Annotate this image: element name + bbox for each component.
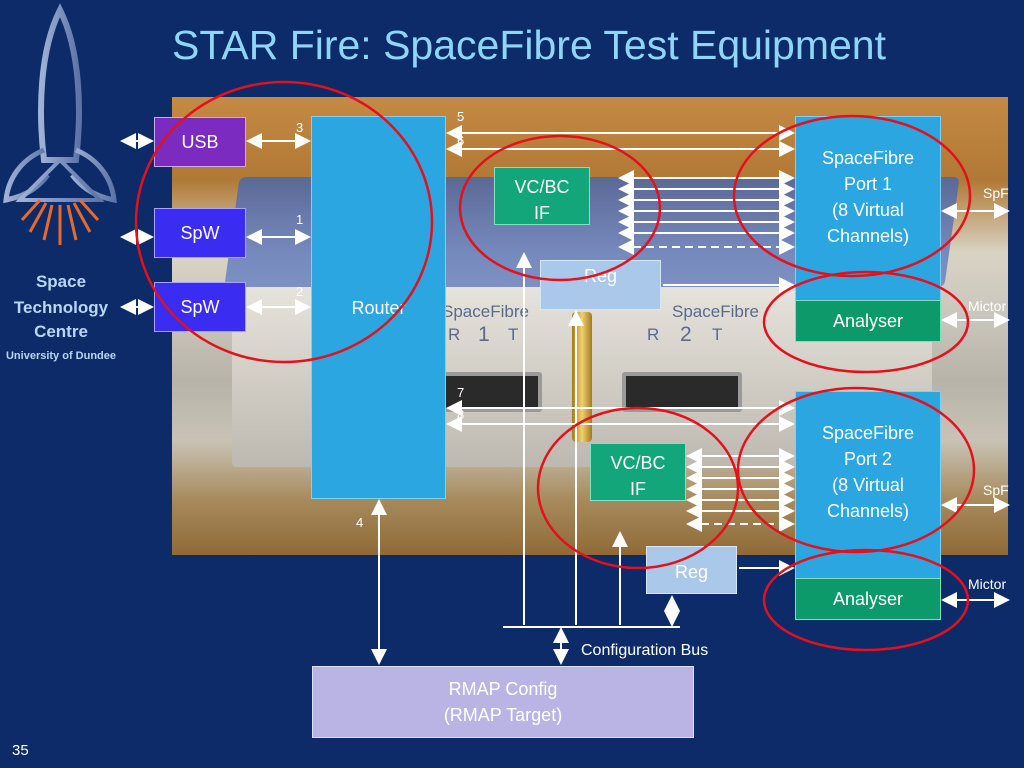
rocket-icon: [3, 3, 117, 245]
spacefibre-port-1: SpaceFibre Port 1 (8 Virtual Channels): [795, 116, 941, 302]
page-number: 35: [12, 742, 29, 759]
photo-label-r2: R: [647, 325, 660, 344]
link-number-4: 4: [356, 515, 364, 530]
spw-label-2: SpW: [180, 297, 220, 317]
port1-line-2: Port 1: [843, 174, 893, 194]
analyser-block-2: Analyser: [795, 578, 941, 620]
usb-block: USB: [154, 117, 246, 167]
port2-line-2: Port 2: [843, 449, 893, 469]
ring-port-1: [732, 114, 972, 278]
ring-vcbc-1: [458, 134, 662, 282]
link-number-2: 2: [296, 284, 304, 299]
configuration-bus-label: Configuration Bus: [581, 642, 709, 659]
photo-label-sf1: SpaceFibre: [442, 302, 529, 321]
spf-label-1: SpF: [983, 185, 1009, 201]
analyser-label-1: Analyser: [832, 311, 904, 331]
port2-line-3: (8 Virtual: [832, 475, 904, 495]
vcbc2-line-1: VC/BC: [610, 453, 666, 473]
photo-label-2: 2: [680, 323, 692, 346]
ring-analyser-2: [762, 548, 970, 652]
vcbc-if-block-1: VC/BC IF: [494, 167, 590, 225]
highlight-rings: [134, 80, 976, 652]
ring-port-2: [736, 386, 976, 554]
stc-logo: Space Technology Centre University of Du…: [0, 0, 122, 370]
vcbc2-line-2: IF: [629, 479, 646, 499]
rmap-line-2: (RMAP Target): [443, 705, 563, 725]
rmap-line-1: RMAP Config: [448, 679, 558, 699]
link-number-1: 1: [296, 212, 304, 227]
ring-router: [134, 80, 434, 364]
router-block: Router: [311, 116, 446, 499]
vcbc1-line-2: IF: [533, 203, 550, 223]
photo-label-t2: T: [712, 325, 723, 344]
ring-analyser-1: [762, 270, 970, 374]
link-number-5: 5: [457, 109, 465, 124]
usb-label: USB: [181, 132, 219, 152]
photo-label-r1: R: [448, 325, 461, 344]
photo-label-t1: T: [508, 325, 519, 344]
logo-line-2: Technology: [13, 298, 109, 317]
vcbc-if-block-2: VC/BC IF: [590, 443, 686, 501]
mictor-label-2: Mictor: [968, 576, 1007, 592]
link-number-7: 7: [457, 385, 465, 400]
reg-block-2: Reg: [646, 546, 737, 594]
analyser-label-2: Analyser: [832, 589, 904, 609]
photo-label-1: 1: [478, 323, 490, 346]
vcbc1-line-1: VC/BC: [514, 177, 570, 197]
router-label: Router: [351, 297, 406, 318]
rmap-config-block: RMAP Config (RMAP Target): [312, 666, 694, 738]
port2-line-1: SpaceFibre: [821, 423, 915, 443]
ring-vcbc-2: [536, 406, 740, 570]
logo-line-3: Centre: [34, 322, 88, 341]
logo-line-1: Space: [35, 272, 87, 291]
spw-block-1: SpW: [154, 208, 246, 258]
spf-label-2: SpF: [983, 482, 1009, 498]
logo-line-4: University of Dundee: [5, 350, 117, 362]
arrows: [120, 125, 1010, 665]
link-number-3: 3: [296, 120, 304, 135]
spw-label-1: SpW: [180, 223, 220, 243]
port2-line-4: Channels): [826, 501, 910, 521]
port1-line-1: SpaceFibre: [821, 148, 915, 168]
port1-line-4: Channels): [826, 226, 910, 246]
link-number-8: 8: [457, 407, 465, 422]
photo-label-sf2: SpaceFibre: [672, 302, 759, 321]
mictor-label-1: Mictor: [968, 298, 1007, 314]
analyser-block-1: Analyser: [795, 300, 941, 342]
link-number-6: 6: [457, 133, 465, 148]
port1-line-3: (8 Virtual: [832, 200, 904, 220]
slide-title: STAR Fire: SpaceFibre Test Equipment: [172, 22, 886, 68]
spw-block-2: SpW: [154, 282, 246, 332]
reg-label-2: Reg: [674, 562, 709, 582]
